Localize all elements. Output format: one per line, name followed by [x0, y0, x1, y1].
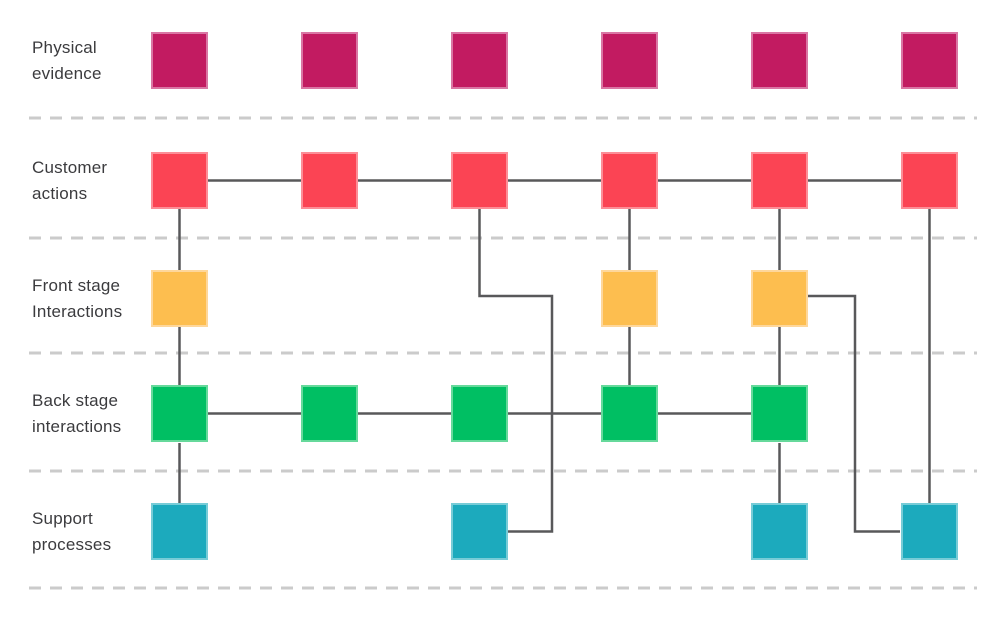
front-stage-interactions-box-1: [151, 270, 208, 327]
physical-evidence-box-2: [301, 32, 358, 89]
row-label-physical-evidence: Physical evidence: [32, 37, 102, 83]
back-stage-interactions-box-5: [751, 385, 808, 442]
row-label-front-stage-interactions: Front stage Interactions: [32, 275, 123, 321]
physical-evidence-box-1: [151, 32, 208, 89]
front-stage-interactions-box-5: [751, 270, 808, 327]
physical-evidence-box-4: [601, 32, 658, 89]
back-stage-interactions-box-3: [451, 385, 508, 442]
back-stage-interactions-box-2: [301, 385, 358, 442]
row-label-back-stage-interactions: Back stage interactions: [32, 390, 122, 436]
customer-actions-box-4: [601, 152, 658, 209]
customer-actions-box-5: [751, 152, 808, 209]
support-processes-box-3: [451, 503, 508, 560]
physical-evidence-box-3: [451, 32, 508, 89]
customer-actions-box-3: [451, 152, 508, 209]
customer-actions-box-2: [301, 152, 358, 209]
support-processes-box-5: [751, 503, 808, 560]
back-stage-interactions-box-1: [151, 385, 208, 442]
customer-actions-box-6: [901, 152, 958, 209]
customer-actions-box-1: [151, 152, 208, 209]
support-processes-box-6: [901, 503, 958, 560]
connector-col5-frontstage-to-col6-support: [808, 294, 900, 533]
row-label-customer-actions: Customer actions: [32, 157, 108, 203]
connector-col3-customer-to-support: [478, 209, 554, 533]
back-stage-interactions-box-4: [601, 385, 658, 442]
front-stage-interactions-box-4: [601, 270, 658, 327]
physical-evidence-box-6: [901, 32, 958, 89]
physical-evidence-box-5: [751, 32, 808, 89]
row-label-support-processes: Support processes: [32, 508, 112, 554]
support-processes-box-1: [151, 503, 208, 560]
